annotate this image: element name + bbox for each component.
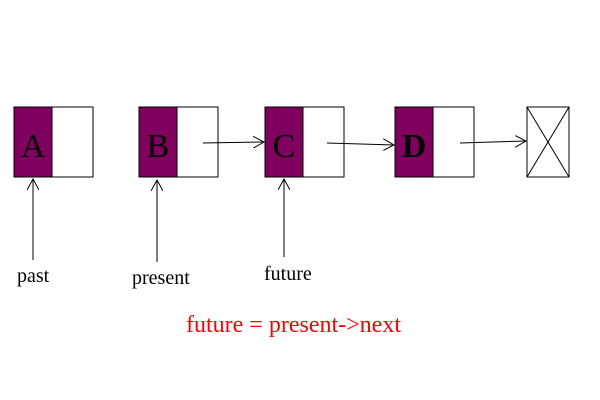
future-label: future	[264, 263, 312, 285]
node-a-next-cell	[51, 106, 94, 178]
node-c: C	[264, 106, 345, 178]
node-b-data-cell	[138, 106, 178, 178]
node-a-label: A	[21, 128, 46, 165]
node-b-next-cell	[176, 106, 219, 178]
link-b-to-c-arrow	[202, 142, 264, 143]
link-d-to-null-arrow	[459, 141, 526, 143]
present-label: present	[132, 267, 190, 289]
node-d: D	[394, 106, 475, 178]
node-d-next-cell	[432, 106, 475, 178]
node-a: A	[13, 106, 94, 178]
node-b: B	[138, 106, 219, 178]
link-c-to-d-arrow	[326, 143, 394, 145]
null-x-icon	[526, 106, 570, 178]
node-a-data-cell	[13, 106, 53, 178]
node-c-next-cell	[302, 106, 345, 178]
node-c-label: C	[273, 128, 296, 165]
caption-text: future = present->next	[186, 312, 401, 338]
past-label: past	[17, 265, 50, 287]
node-b-label: B	[147, 128, 170, 165]
node-d-label: D	[402, 128, 427, 165]
node-c-data-cell	[264, 106, 304, 178]
